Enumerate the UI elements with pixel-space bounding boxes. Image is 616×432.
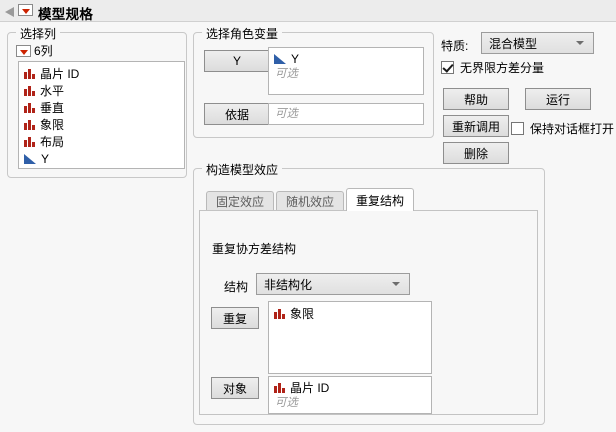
columns-listbox[interactable]: 晶片 ID 水平 垂直 象限 布局 Y — [18, 61, 185, 169]
checkbox-box[interactable] — [441, 61, 454, 74]
model-effects-group: 构造模型效应 — [193, 161, 545, 425]
tab-label: 重复结构 — [356, 193, 405, 208]
remove-button[interactable]: 删除 — [443, 142, 509, 164]
nominal-column-icon — [24, 68, 35, 79]
nominal-column-icon — [274, 382, 285, 393]
red-dropdown-triangle-icon[interactable] — [18, 4, 33, 16]
repeated-covariance-heading: 重复协方差结构 — [212, 242, 297, 256]
run-button[interactable]: 运行 — [525, 88, 591, 110]
structure-value: 非结构化 — [264, 277, 313, 292]
tab-fixed-effects[interactable]: 固定效应 — [206, 191, 275, 211]
list-item[interactable]: 垂直 — [19, 99, 184, 116]
y-role-placeholder: 可选 — [275, 68, 298, 80]
y-role-listbox[interactable]: Y 可选 — [268, 47, 424, 95]
continuous-column-icon — [24, 153, 36, 164]
repeated-item-name: 象限 — [290, 307, 315, 321]
subject-listbox[interactable]: 晶片 ID 可选 — [268, 376, 432, 414]
tab-label: 固定效应 — [216, 195, 265, 209]
continuous-column-icon — [274, 53, 286, 64]
role-variables-legend: 选择角色变量 — [202, 25, 283, 42]
red-dropdown-triangle-icon[interactable] — [16, 44, 31, 57]
select-columns-group: 选择列 — [7, 25, 187, 178]
unbounded-variance-checkbox[interactable]: 无界限方差分量 — [441, 59, 544, 76]
tab-repeated-structure[interactable]: 重复结构 — [346, 188, 415, 211]
model-effects-tabstrip: 固定效应 随机效应 重复结构 — [206, 188, 416, 211]
nominal-column-icon — [274, 308, 285, 319]
column-count-row[interactable]: 6列 — [16, 42, 53, 59]
column-name: 晶片 ID — [40, 67, 80, 81]
list-item[interactable]: Y — [269, 50, 423, 67]
nominal-column-icon — [24, 85, 35, 96]
list-item[interactable]: 晶片 ID — [19, 65, 184, 82]
help-button[interactable]: 帮助 — [443, 88, 509, 110]
repeated-button[interactable]: 重复 — [211, 307, 259, 329]
list-item[interactable]: 布局 — [19, 133, 184, 150]
personality-label: 特质: — [441, 39, 469, 53]
checkbox-box[interactable] — [511, 122, 524, 135]
window-titlebar: 模型规格 — [0, 0, 616, 22]
keep-dialog-open-label: 保持对话框打开 — [530, 122, 615, 136]
column-count-label: 6列 — [34, 44, 53, 58]
model-effects-legend: 构造模型效应 — [202, 161, 283, 178]
column-name: 垂直 — [40, 101, 65, 115]
nominal-column-icon — [24, 102, 35, 113]
nominal-column-icon — [24, 119, 35, 130]
page-title: 模型规格 — [38, 7, 94, 22]
by-role-placeholder: 可选 — [275, 108, 298, 120]
column-name: Y — [41, 151, 50, 166]
repeated-listbox[interactable]: 象限 — [268, 301, 432, 374]
list-item[interactable]: Y — [19, 150, 184, 167]
unbounded-variance-label: 无界限方差分量 — [460, 61, 545, 75]
list-item[interactable]: 晶片 ID — [269, 379, 431, 396]
column-name: 布局 — [40, 135, 65, 149]
by-role-button[interactable]: 依据 — [204, 103, 270, 125]
subject-item-name: 晶片 ID — [290, 381, 330, 395]
column-name: 象限 — [40, 118, 65, 132]
structure-label: 结构 — [224, 280, 249, 294]
structure-dropdown[interactable]: 非结构化 — [256, 273, 410, 295]
personality-value: 混合模型 — [489, 36, 538, 51]
role-item-name: Y — [291, 51, 300, 66]
list-item[interactable]: 象限 — [269, 305, 431, 322]
subject-placeholder: 可选 — [275, 397, 298, 409]
tab-random-effects[interactable]: 随机效应 — [276, 191, 345, 211]
list-item[interactable]: 象限 — [19, 116, 184, 133]
y-role-button[interactable]: Y — [204, 50, 270, 72]
personality-dropdown[interactable]: 混合模型 — [481, 32, 594, 54]
subject-button[interactable]: 对象 — [211, 377, 259, 399]
role-variables-group: 选择角色变量 — [193, 25, 434, 138]
tab-label: 随机效应 — [286, 195, 335, 209]
chevron-down-icon — [576, 41, 584, 45]
by-role-listbox[interactable]: 可选 — [268, 103, 424, 125]
nominal-column-icon — [24, 136, 35, 147]
list-item[interactable]: 水平 — [19, 82, 184, 99]
recall-button[interactable]: 重新调用 — [443, 115, 509, 137]
column-name: 水平 — [40, 84, 65, 98]
chevron-down-icon — [392, 282, 400, 286]
select-columns-legend: 选择列 — [16, 25, 61, 42]
collapse-triangle-icon[interactable] — [5, 7, 14, 17]
keep-dialog-open-checkbox[interactable]: 保持对话框打开 — [511, 120, 614, 137]
